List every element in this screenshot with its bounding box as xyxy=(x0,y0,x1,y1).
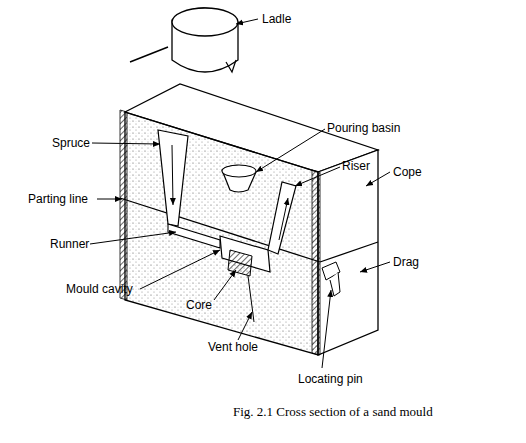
figure-caption: Fig. 2.1 Cross section of a sand mould xyxy=(233,404,433,420)
part-label: Core xyxy=(186,298,212,312)
part-label: Locating pin xyxy=(298,372,363,386)
part-label: Vent hole xyxy=(208,340,258,354)
part-label: Ladle xyxy=(262,12,291,26)
ladle xyxy=(130,8,238,72)
part-label: Pouring basin xyxy=(327,121,400,135)
part-label: Riser xyxy=(342,159,370,173)
part-label: Drag xyxy=(393,255,419,269)
leader-lines xyxy=(90,19,390,368)
part-label: Parting line xyxy=(28,192,88,206)
part-label: Spruce xyxy=(52,136,90,150)
gating-system xyxy=(158,130,296,322)
part-label: Mould cavity xyxy=(66,282,133,296)
part-label: Cope xyxy=(393,165,422,179)
part-label: Runner xyxy=(50,237,89,251)
